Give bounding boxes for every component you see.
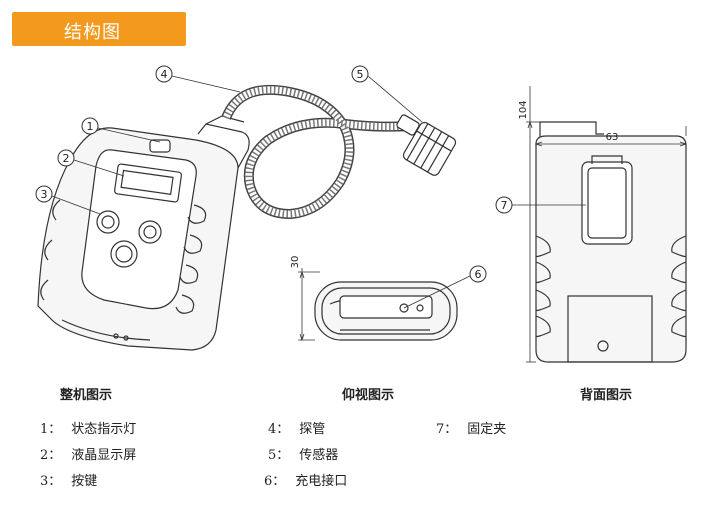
callout-5-label: 5	[357, 68, 364, 81]
callout-1: 1	[81, 117, 99, 135]
legend-item-5: 5： 传感器	[268, 444, 338, 463]
legend-label: 固定夹	[467, 422, 507, 437]
legend-num: 7：	[436, 422, 458, 437]
legend-num: 1：	[40, 422, 62, 437]
legend-item-7: 7： 固定夹	[436, 418, 506, 437]
callout-4: 4	[155, 65, 173, 83]
header-title: 结构图	[64, 22, 121, 43]
callout-3-label: 3	[41, 188, 48, 201]
legend-num: 3：	[40, 474, 62, 489]
legend-item-3: 3： 按键	[40, 470, 97, 489]
dimension-30: 30	[290, 256, 301, 269]
callout-2-label: 2	[63, 152, 70, 165]
legend-label: 充电接口	[295, 474, 348, 489]
back-view	[526, 86, 688, 363]
callout-7-label: 7	[501, 199, 508, 212]
probe-tube	[221, 84, 411, 220]
callout-3: 3	[35, 185, 53, 203]
callout-1-label: 1	[87, 120, 94, 133]
legend-num: 4：	[268, 422, 290, 437]
caption-bottom: 仰视图示	[342, 388, 395, 403]
legend-label: 状态指示灯	[71, 422, 137, 437]
dimension-63: 63	[606, 132, 619, 143]
caption-front: 整机图示	[60, 388, 113, 403]
legend-item-2: 2： 液晶显示屏	[40, 444, 136, 463]
callout-2: 2	[57, 149, 75, 167]
sensor-head	[396, 114, 457, 176]
legend-label: 探管	[299, 422, 326, 437]
legend-label: 传感器	[299, 448, 339, 463]
legend-item-6: 6： 充电接口	[264, 470, 347, 489]
legend-num: 6：	[264, 474, 286, 489]
callout-6-label: 6	[475, 268, 482, 281]
header-banner: 结构图	[12, 12, 186, 46]
caption-back: 背面图示	[580, 388, 633, 403]
dimension-104: 104	[518, 100, 529, 119]
front-device	[37, 115, 250, 351]
callout-4-label: 4	[161, 68, 168, 81]
legend-item-4: 4： 探管	[268, 418, 325, 437]
callout-5: 5	[351, 65, 369, 83]
callout-6: 6	[469, 265, 487, 283]
callout-7: 7	[495, 196, 513, 214]
legend-num: 2：	[40, 448, 62, 463]
legend-item-1: 1： 状态指示灯	[40, 418, 136, 437]
legend-label: 按键	[71, 474, 98, 489]
legend-label: 液晶显示屏	[71, 448, 137, 463]
legend-num: 5：	[268, 448, 290, 463]
leader-lines	[51, 75, 586, 309]
bottom-view	[298, 268, 458, 342]
